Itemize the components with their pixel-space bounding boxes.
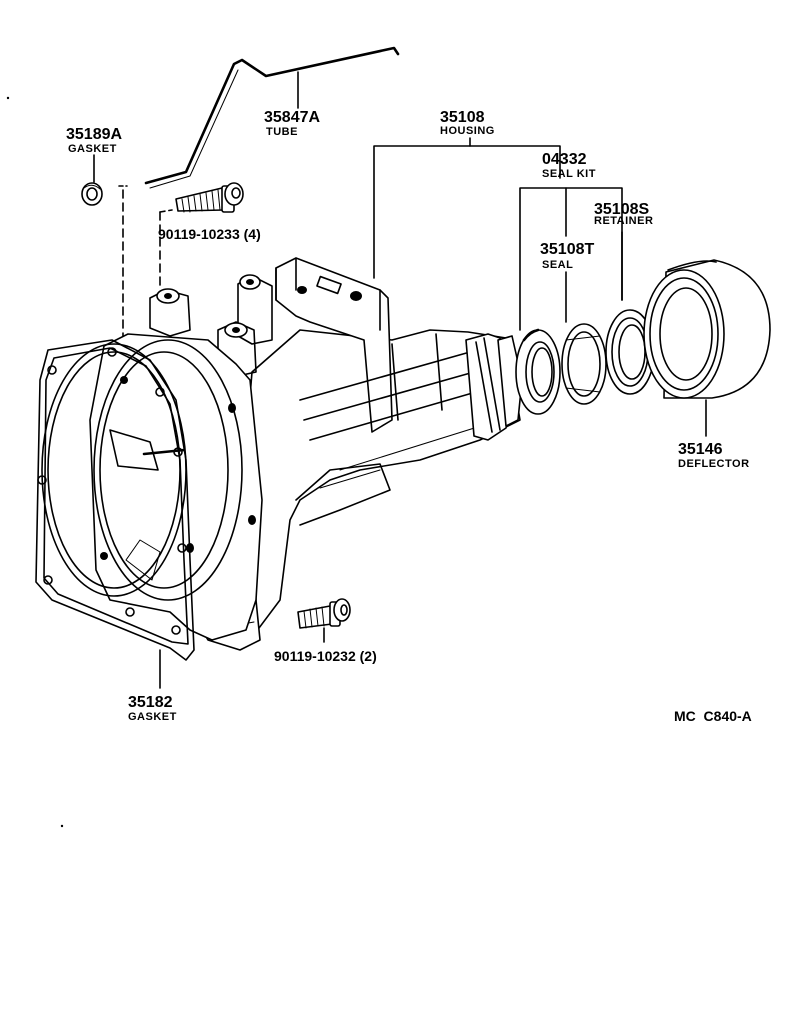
label-large-gasket-number: 35182	[128, 694, 173, 711]
label-seal-kit-number: 04332	[542, 151, 587, 168]
tube-part	[144, 46, 400, 189]
seal-ring-part	[561, 323, 607, 405]
label-deflector: 35146 DEFLECTOR	[678, 441, 750, 470]
label-retainer-number: 35108S	[594, 201, 649, 218]
upper-bolt-part	[159, 182, 244, 286]
large-gasket-part	[35, 339, 195, 661]
label-retainer-name: RETAINER	[594, 215, 653, 227]
lower-bolt-part	[297, 598, 351, 629]
label-retainer: 35108S RETAINER	[594, 201, 653, 227]
label-tube-number: 35847A	[264, 109, 320, 126]
label-seal: 35108T SEAL	[540, 241, 594, 271]
label-upper-bolt: 90119-10233 (4)	[158, 226, 261, 242]
label-large-gasket: 35182 GASKET	[128, 694, 177, 723]
speck	[60, 824, 64, 828]
label-deflector-name: DEFLECTOR	[678, 458, 750, 470]
label-small-gasket: 35189A GASKET	[66, 126, 122, 155]
label-housing: 35108 HOUSING	[440, 109, 495, 137]
deflector-part	[643, 259, 771, 399]
seal-part	[515, 328, 561, 415]
small-gasket-part	[81, 182, 128, 346]
label-small-gasket-number: 35189A	[66, 126, 122, 143]
housing-flange	[89, 333, 263, 641]
retainer-part	[605, 309, 655, 395]
label-seal-name: SEAL	[542, 259, 573, 271]
label-housing-number: 35108	[440, 109, 485, 126]
label-upper-bolt-number: 90119-10233 (4)	[158, 226, 261, 242]
leader-lines	[93, 71, 707, 689]
label-lower-bolt-number: 90119-10232 (2)	[274, 648, 377, 664]
label-lower-bolt: 90119-10232 (2)	[274, 648, 377, 664]
diagram-code: MC C840-A	[674, 708, 752, 724]
label-seal-kit: 04332 SEAL KIT	[542, 151, 596, 180]
label-housing-name: HOUSING	[440, 125, 495, 137]
speck	[6, 96, 10, 100]
label-seal-number: 35108T	[540, 241, 594, 258]
label-seal-kit-name: SEAL KIT	[542, 168, 596, 180]
label-tube-name: TUBE	[266, 126, 298, 138]
label-small-gasket-name: GASKET	[68, 143, 117, 155]
label-tube: 35847A TUBE	[264, 109, 320, 138]
label-large-gasket-name: GASKET	[128, 711, 177, 723]
label-deflector-number: 35146	[678, 441, 723, 458]
